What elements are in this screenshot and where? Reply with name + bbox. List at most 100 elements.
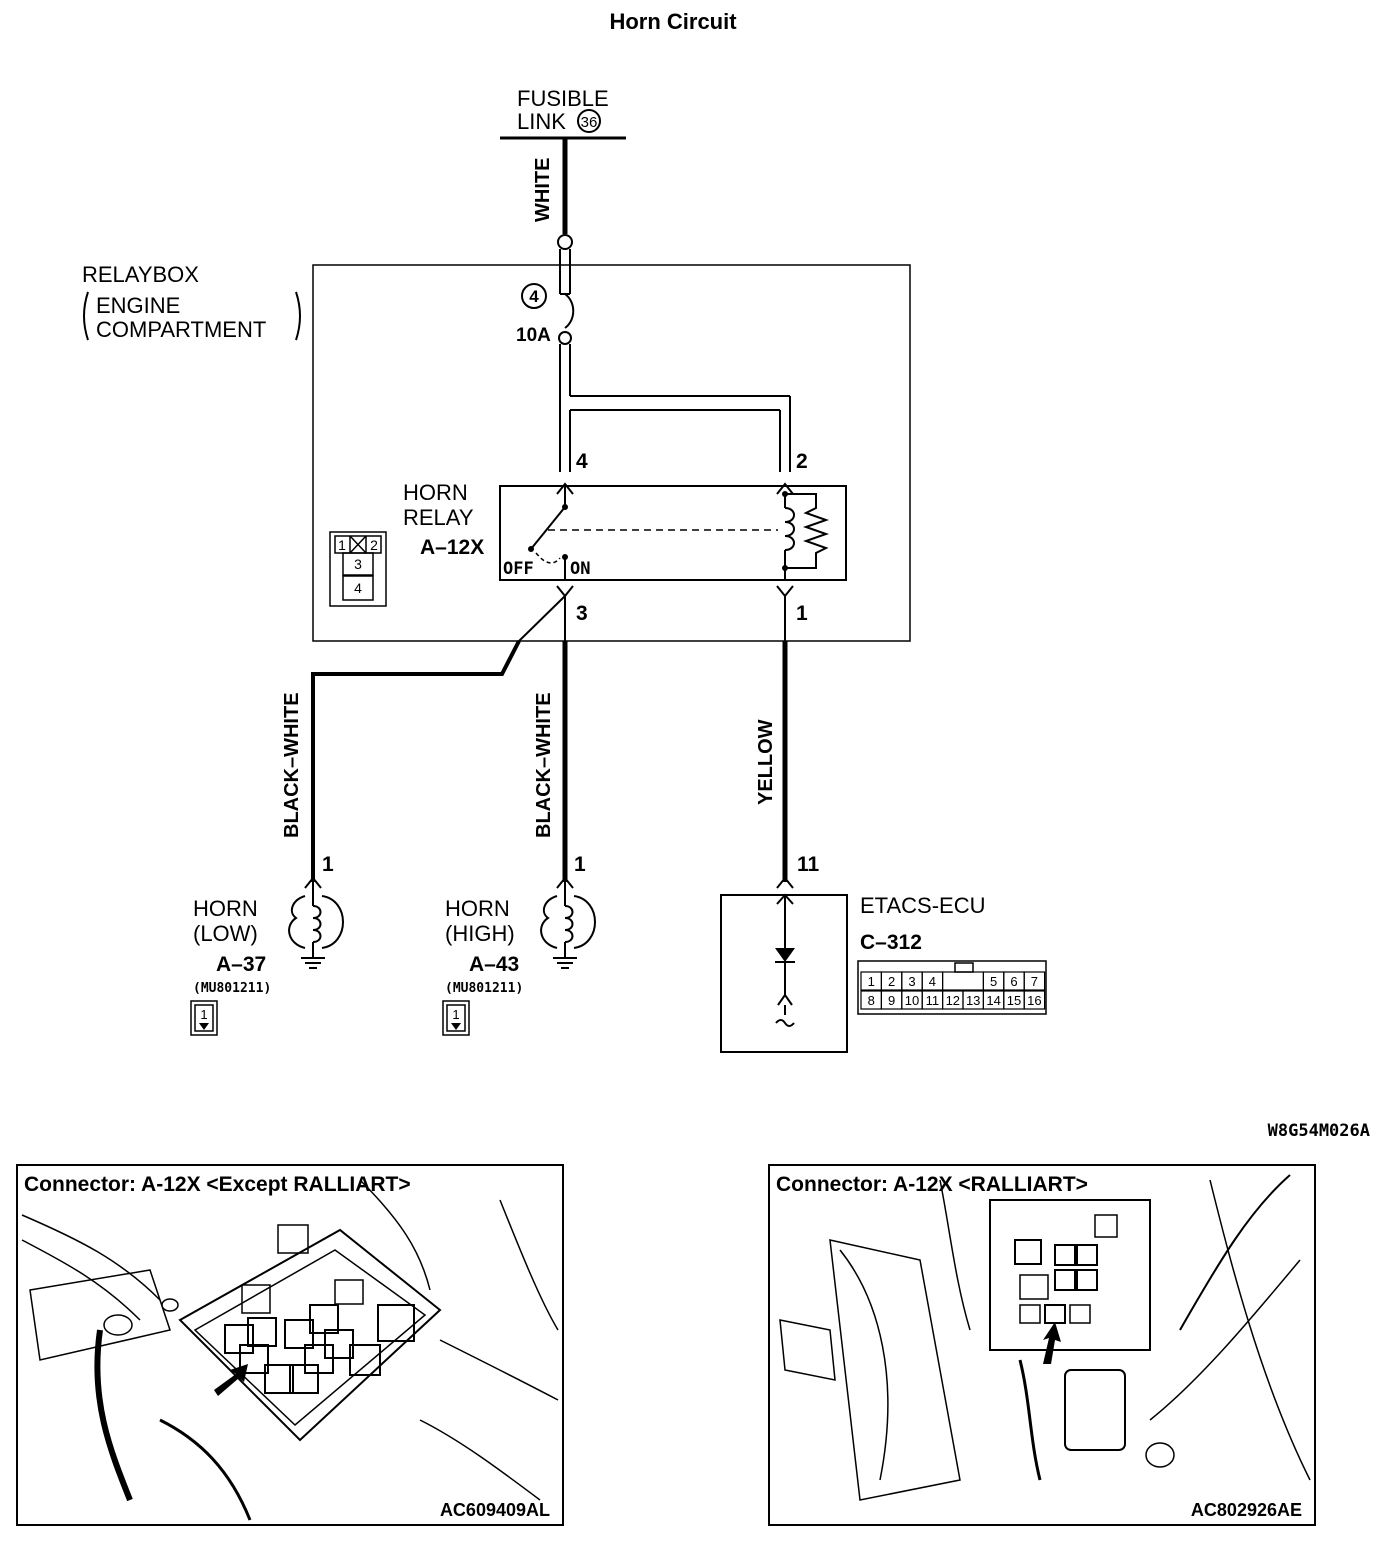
ecu-connector-pin: 8: [868, 993, 875, 1008]
ecu-name: ETACS-ECU: [860, 893, 986, 918]
horn-high: 1 HORN (HIGH) A–43 (MU801211) 1: [442, 853, 596, 1036]
p2-relay-d: [1054, 1269, 1076, 1291]
fusible-link-label-line1: FUSIBLE: [517, 86, 609, 111]
horn-relay-body: [499, 485, 847, 581]
p2-relay-g: [1094, 1214, 1118, 1238]
diagram-code: W8G54M026A: [1268, 1121, 1370, 1141]
pin3-terminal: [556, 585, 574, 598]
relaybox-label-line2: ENGINE: [96, 293, 180, 318]
p2-fender: [1209, 1179, 1311, 1481]
fusible-link-number: 36: [581, 114, 598, 131]
fuse-element: [564, 293, 575, 329]
ecu-connector-pin: 3: [908, 974, 915, 989]
white-wire-label: WHITE: [532, 158, 554, 222]
ecu-connector-pin: 7: [1031, 974, 1038, 989]
relay-coil: [784, 507, 795, 551]
horn-high-pin: 1: [574, 853, 586, 876]
panel-1-title: Connector: A-12X <Except RALLIART>: [24, 1173, 411, 1196]
p1-relay-box-inner: [193, 1249, 427, 1427]
p2-relay-h: [1019, 1304, 1041, 1324]
p1-bolt: [161, 1298, 179, 1312]
horn-relay-code: A–12X: [420, 536, 484, 559]
black-white-wire-low-label: BLACK–WHITE: [281, 692, 303, 838]
p1-relay-box-outline: [178, 1228, 442, 1442]
horn-relay-label-line1: HORN: [403, 480, 468, 505]
ecu-code: C–312: [860, 931, 922, 954]
horn-low-terminal: [304, 876, 322, 889]
switch-arc: [535, 552, 561, 564]
relaybox-paren-right: [295, 291, 301, 341]
horn-low-body-left: [288, 895, 306, 949]
p1-relay-l: [334, 1279, 364, 1305]
ecu-connector-pin: 14: [986, 993, 1000, 1008]
horn-high-body-left: [540, 895, 558, 949]
black-white-wire-high-label: BLACK–WHITE: [533, 692, 555, 838]
horn-low-part: (MU801211): [193, 981, 271, 996]
ecu-ground-chevron: [777, 993, 793, 1006]
p1-hose-a: [21, 1214, 161, 1301]
p1-relay-m: [377, 1304, 415, 1342]
ecu-connector-pin: 12: [946, 993, 960, 1008]
horn-high-label-line1: HORN: [445, 896, 510, 921]
panel-1-code: AC609409AL: [440, 1500, 550, 1520]
wire-splice-top: [557, 234, 573, 250]
relay-connector-pin4: 4: [354, 580, 362, 596]
ecu-connector-pin: 13: [966, 993, 980, 1008]
pin4-terminal: [556, 482, 574, 495]
p2-relay-i: [1044, 1304, 1066, 1324]
p2-pipe-a: [939, 1179, 971, 1331]
relaybox-paren-left: [83, 291, 89, 341]
relay-connector-cell4: [342, 575, 374, 601]
pin2-terminal: [776, 482, 794, 495]
horn-high-connector-outer: [442, 1000, 470, 1036]
relaybox-enclosure: [312, 264, 911, 642]
panel-2-frame: [768, 1164, 1316, 1526]
panel-1-frame: [16, 1164, 564, 1526]
ecu-connector-pin: 15: [1007, 993, 1021, 1008]
p1-relay-g: [309, 1304, 339, 1334]
fusible-link-number-circle: [577, 109, 601, 133]
ecu-connector-pin: 10: [905, 993, 919, 1008]
horn-high-part: (MU801211): [445, 981, 523, 996]
switch-off-contact: [528, 546, 534, 552]
p1-relay-j: [289, 1364, 319, 1394]
ecu-connector-pin: 2: [888, 974, 895, 989]
horn-low-label-line1: HORN: [193, 896, 258, 921]
p2-relay-f: [1019, 1274, 1049, 1300]
pin1-terminal: [776, 585, 794, 598]
relaybox-internal-wiring: [559, 344, 791, 472]
fuse-rating: 10A: [516, 325, 551, 346]
p2-relay-b: [1054, 1244, 1076, 1266]
p1-pipe-b: [499, 1199, 559, 1331]
switch-blade: [530, 506, 566, 550]
p1-pipe-a: [359, 1179, 431, 1291]
horn-high-coil: [564, 905, 574, 943]
horn-low-label-line2: (LOW): [193, 921, 258, 946]
p2-harness: [1018, 1359, 1042, 1481]
p2-bracket: [779, 1319, 836, 1381]
fusible-link-label-line2: LINK: [517, 109, 566, 134]
ecu-connector-key: [954, 962, 974, 973]
p2-relay-a: [1014, 1239, 1042, 1265]
p1-battery-terminal: [103, 1314, 133, 1336]
ecu-connector-outer: [857, 960, 1047, 1015]
p1-relay-e: [239, 1344, 269, 1374]
relay-connector-pin1: 1: [338, 537, 346, 553]
panel-1-illustration: [21, 1179, 559, 1521]
p1-relay-n: [349, 1344, 381, 1376]
relay-pin-3-label: 3: [576, 602, 588, 625]
ecu-connector-cell: [1023, 990, 1046, 1010]
p2-relay-box: [989, 1199, 1151, 1351]
p2-relay-e: [1076, 1269, 1098, 1291]
horn-low-pin: 1: [322, 853, 334, 876]
switch-off-label: OFF: [503, 559, 534, 579]
horn-low-coil: [312, 905, 322, 943]
horn-low-connector-arrow: [199, 1023, 209, 1030]
p2-cap: [1145, 1442, 1175, 1468]
p1-frame-b: [419, 1419, 541, 1501]
p1-relay-f: [284, 1319, 314, 1349]
relaybox-label: RELAYBOX ENGINE COMPARTMENT: [82, 262, 301, 342]
fuse-bottom-terminal: [558, 331, 572, 345]
